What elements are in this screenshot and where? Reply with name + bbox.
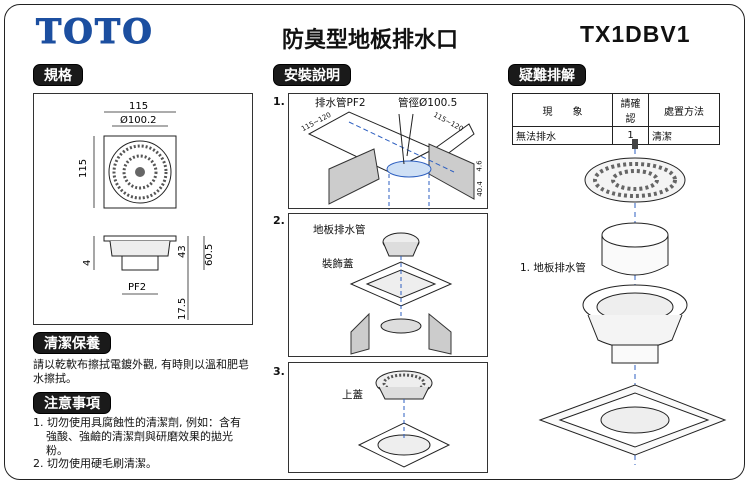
dim-diameter: Ø100.2	[120, 114, 157, 126]
step-1-drawing	[307, 111, 475, 210]
step-2-drawing	[349, 232, 453, 355]
label-drain-pipe: 排水管PF2	[315, 95, 366, 110]
label-dim-46: 4.6	[475, 160, 484, 172]
step-1-number: 1.	[273, 95, 285, 108]
trouble-table: 現 象 請確認 處置方法 無法排水 1 清潔	[512, 93, 720, 145]
dim-height: 115	[78, 159, 89, 178]
dim-depth: 17.5	[177, 298, 188, 320]
spec-heading: 規格	[33, 64, 83, 86]
dim-pipe: PF2	[128, 282, 146, 293]
cleaning-heading: 清潔保養	[33, 332, 111, 354]
page-title: 防臭型地板排水口	[281, 28, 458, 53]
install-heading: 安裝說明	[273, 64, 351, 86]
table-row: 無法排水 1 清潔	[512, 126, 720, 145]
step-2-number: 2.	[273, 214, 285, 227]
exploded-parts-drawing	[538, 139, 727, 465]
dim-h3: 60.5	[204, 244, 215, 266]
step-3-drawing	[357, 370, 451, 468]
step-1-panel	[288, 93, 488, 210]
step-3-panel	[288, 362, 488, 473]
step-3-number: 3.	[273, 365, 285, 378]
spec-drawing: 115 Ø100.2 115 4 43 60.5 PF2 17.5	[78, 101, 215, 320]
label-pipe-diameter: 管徑Ø100.5	[398, 95, 458, 110]
caution-heading: 注意事項	[33, 392, 111, 414]
label-dim-404: 40.4	[475, 181, 484, 197]
dim-h2: 43	[177, 245, 188, 258]
col-symptom: 現 象	[512, 93, 613, 127]
label-cover-plate: 裝飾蓋	[322, 256, 354, 271]
trouble-heading: 疑難排解	[508, 64, 586, 86]
toto-logo: TOTO	[36, 12, 154, 53]
dim-h1: 4	[82, 260, 93, 266]
label-top-cover: 上蓋	[342, 387, 363, 402]
caution-item-1: 1. 切勿使用具腐蝕性的清潔劑, 例如：含有強酸、強鹼的清潔劑與研磨效果的拋光粉…	[33, 416, 241, 457]
cleaning-text: 請以乾軟布擦拭電鍍外觀, 有時則以溫和肥皂水擦拭。	[33, 358, 249, 385]
document-frame	[4, 4, 745, 480]
cell-action: 清潔	[648, 126, 720, 145]
model-number: TX1DBV1	[580, 21, 691, 47]
step-2-panel	[288, 213, 488, 357]
label-floor-drain: 地板排水管	[313, 222, 366, 237]
col-action: 處置方法	[648, 93, 720, 127]
dim-width: 115	[129, 101, 148, 112]
col-check: 請確認	[612, 93, 649, 127]
spec-drawing-box: 115 Ø100.2 115 4 43 60.5 PF2 17.5	[33, 93, 253, 325]
label-floor-drain-part: 1. 地板排水管	[520, 260, 586, 275]
caution-item-2: 2. 切勿使用硬毛刷清潔。	[33, 457, 157, 470]
